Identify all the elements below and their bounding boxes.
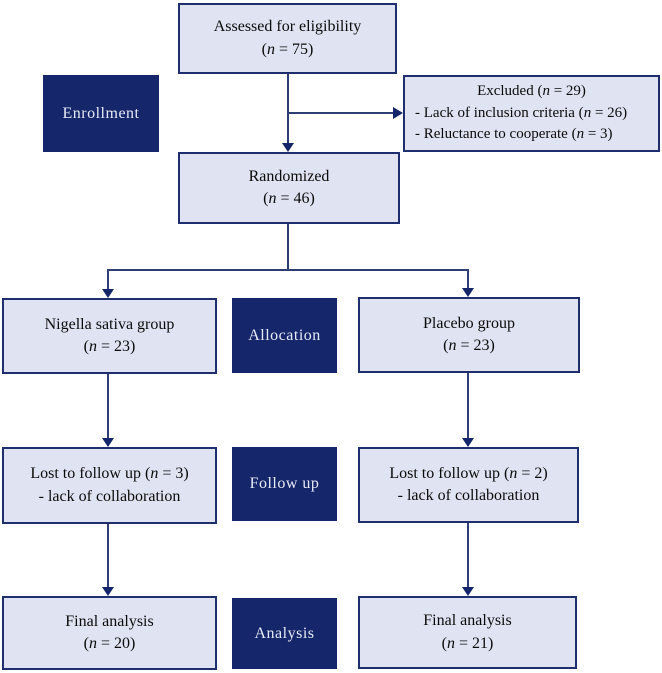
- assessed-box: Assessed for eligibility (n = 75): [178, 3, 397, 74]
- stage-label-text: Enrollment: [62, 104, 140, 122]
- connector-lost-to-final-placebo: [467, 523, 469, 588]
- connector-split-to-placebo: [467, 269, 469, 289]
- split-horizontal-line: [107, 269, 469, 271]
- stage-label-analysis: Analysis: [232, 598, 337, 669]
- box-text-line: (n = 23): [443, 337, 495, 354]
- lost-followup-nigella-box: Lost to follow up (n = 3) - lack of coll…: [2, 447, 217, 524]
- arrowhead-into-nigella: [102, 289, 114, 298]
- excluded-box: Excluded (n = 29) - Lack of inclusion cr…: [403, 75, 660, 152]
- stage-label-text: Allocation: [248, 326, 321, 344]
- arrowhead-into-excluded: [393, 107, 403, 119]
- box-text-line: Placebo group: [423, 314, 515, 332]
- arrowhead-into-final-placebo: [462, 587, 474, 596]
- box-text-line: Randomized: [248, 167, 330, 185]
- box-text-line: - Lack of inclusion criteria (n = 26): [415, 104, 628, 121]
- final-analysis-placebo-box: Final analysis (n = 21): [358, 596, 577, 669]
- stage-label-allocation: Allocation: [232, 298, 337, 373]
- box-text-line: Final analysis: [423, 612, 512, 630]
- box-text-line: Nigella sativa group: [44, 315, 175, 333]
- stage-label-follow-up: Follow up: [232, 447, 337, 521]
- connector-split-to-nigella: [107, 269, 109, 290]
- box-text-line: - lack of collaboration: [397, 487, 540, 504]
- final-analysis-nigella-box: Final analysis (n = 20): [2, 596, 217, 670]
- arrowhead-into-final-nigella: [102, 587, 114, 596]
- box-text-line: Final analysis: [65, 612, 154, 630]
- connector-to-excluded: [288, 112, 393, 114]
- connector-assessed-to-randomized: [287, 74, 289, 144]
- randomized-box: Randomized (n = 46): [178, 152, 400, 224]
- box-text-line: Lost to follow up (n = 2): [389, 464, 548, 482]
- box-text-line: (n = 21): [441, 634, 494, 652]
- placebo-group-box: Placebo group (n = 23): [358, 297, 580, 373]
- box-text-line: Excluded (n = 29): [477, 82, 586, 99]
- connector-randomized-to-split: [287, 224, 289, 271]
- box-text-line: Lost to follow up (n = 3): [30, 465, 189, 483]
- box-text-line: (n = 75): [261, 40, 314, 58]
- arrowhead-into-placebo: [462, 288, 474, 297]
- nigella-group-box: Nigella sativa group (n = 23): [2, 298, 217, 374]
- box-text-line: Assessed for eligibility: [213, 18, 362, 36]
- lost-followup-placebo-box: Lost to follow up (n = 2) - lack of coll…: [358, 447, 579, 523]
- box-text-line: (n = 23): [83, 338, 136, 355]
- connector-nigella-to-lost: [107, 374, 109, 439]
- arrowhead-into-lost-placebo: [462, 438, 474, 447]
- stage-label-text: Follow up: [249, 475, 320, 492]
- stage-label-enrollment: Enrollment: [43, 75, 159, 152]
- stage-label-text: Analysis: [254, 624, 315, 642]
- box-text-line: - Reluctance to cooperate (n = 3): [415, 126, 613, 143]
- box-text-line: (n = 20): [83, 635, 136, 652]
- connector-lost-to-final-nigella: [107, 524, 109, 588]
- box-text-line: - lack of collaboration: [38, 487, 181, 505]
- arrowhead-into-lost-nigella: [102, 438, 114, 447]
- box-text-line: (n = 46): [263, 190, 315, 207]
- arrowhead-into-randomized: [282, 143, 294, 152]
- connector-placebo-to-lost: [467, 373, 469, 439]
